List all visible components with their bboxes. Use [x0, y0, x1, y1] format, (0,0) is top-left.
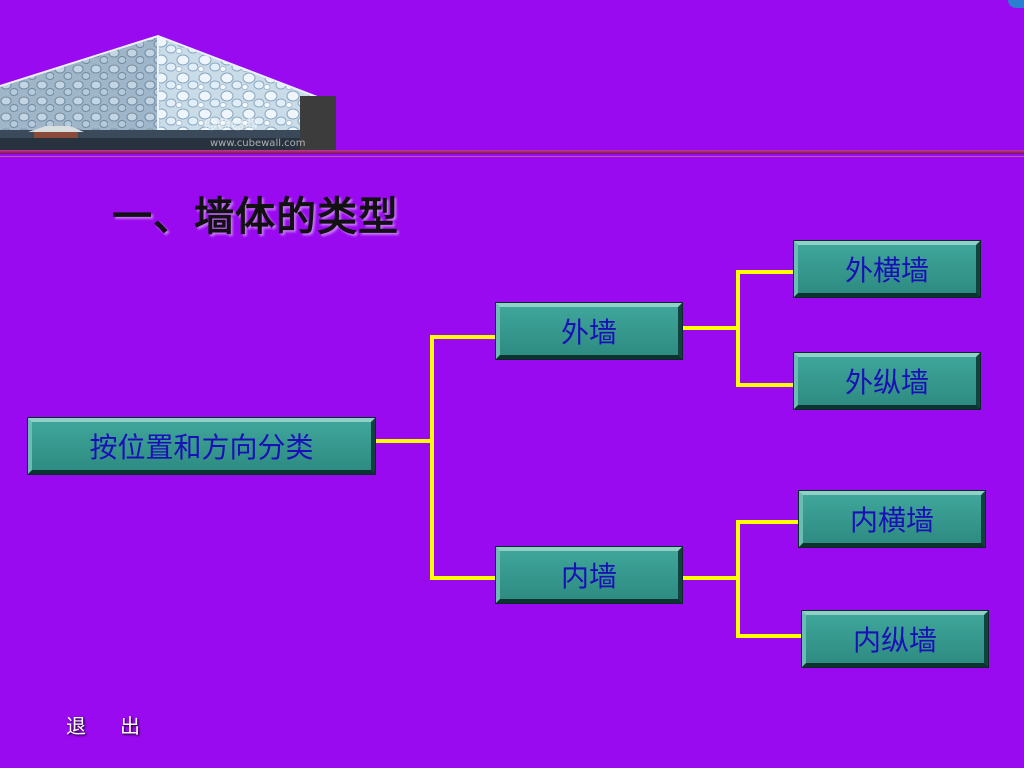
banner-building-photo: ❂❂❂❂ www.cubewall.com	[0, 34, 336, 150]
slide-title: 一、墙体的类型	[112, 194, 399, 240]
exit-button[interactable]: 退出	[66, 710, 140, 739]
svg-text:❂❂❂❂: ❂❂❂❂	[204, 115, 258, 134]
node-inner-wall[interactable]: 内墙	[496, 547, 682, 603]
corner-mark	[1008, 0, 1024, 8]
node-inner-longitudinal-wall[interactable]: 内纵墙	[802, 611, 988, 667]
banner-divider-thin	[0, 156, 1024, 157]
node-root[interactable]: 按位置和方向分类	[28, 418, 375, 474]
banner-divider	[0, 150, 1024, 154]
svg-text:www.cubewall.com: www.cubewall.com	[210, 138, 306, 149]
node-outer-wall[interactable]: 外墙	[496, 303, 682, 359]
node-outer-longitudinal-wall[interactable]: 外纵墙	[794, 353, 980, 409]
node-inner-transverse-wall[interactable]: 内横墙	[799, 491, 985, 547]
exit-char-2: 出	[120, 714, 140, 738]
exit-char-1: 退	[66, 714, 86, 738]
node-outer-transverse-wall[interactable]: 外横墙	[794, 241, 980, 297]
